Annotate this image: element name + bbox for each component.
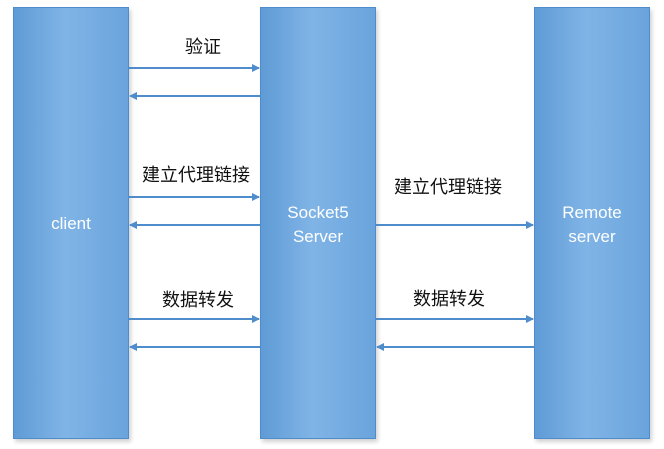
remote-server-label: Remote server: [562, 203, 622, 246]
client-label: client: [51, 214, 91, 233]
auth-label: 验证: [185, 37, 221, 58]
client-node: client: [13, 7, 129, 439]
socket-server-label: Socket5 Server: [287, 203, 349, 246]
establish-connection-label-right: 建立代理链接: [394, 177, 502, 198]
data-forward-label-right: 数据转发: [413, 289, 485, 310]
remote-server-node: Remote server: [534, 7, 650, 439]
establish-connection-label-left: 建立代理链接: [142, 165, 250, 186]
socket-server-node: Socket5 Server: [260, 7, 376, 439]
data-forward-label-left: 数据转发: [162, 290, 234, 311]
